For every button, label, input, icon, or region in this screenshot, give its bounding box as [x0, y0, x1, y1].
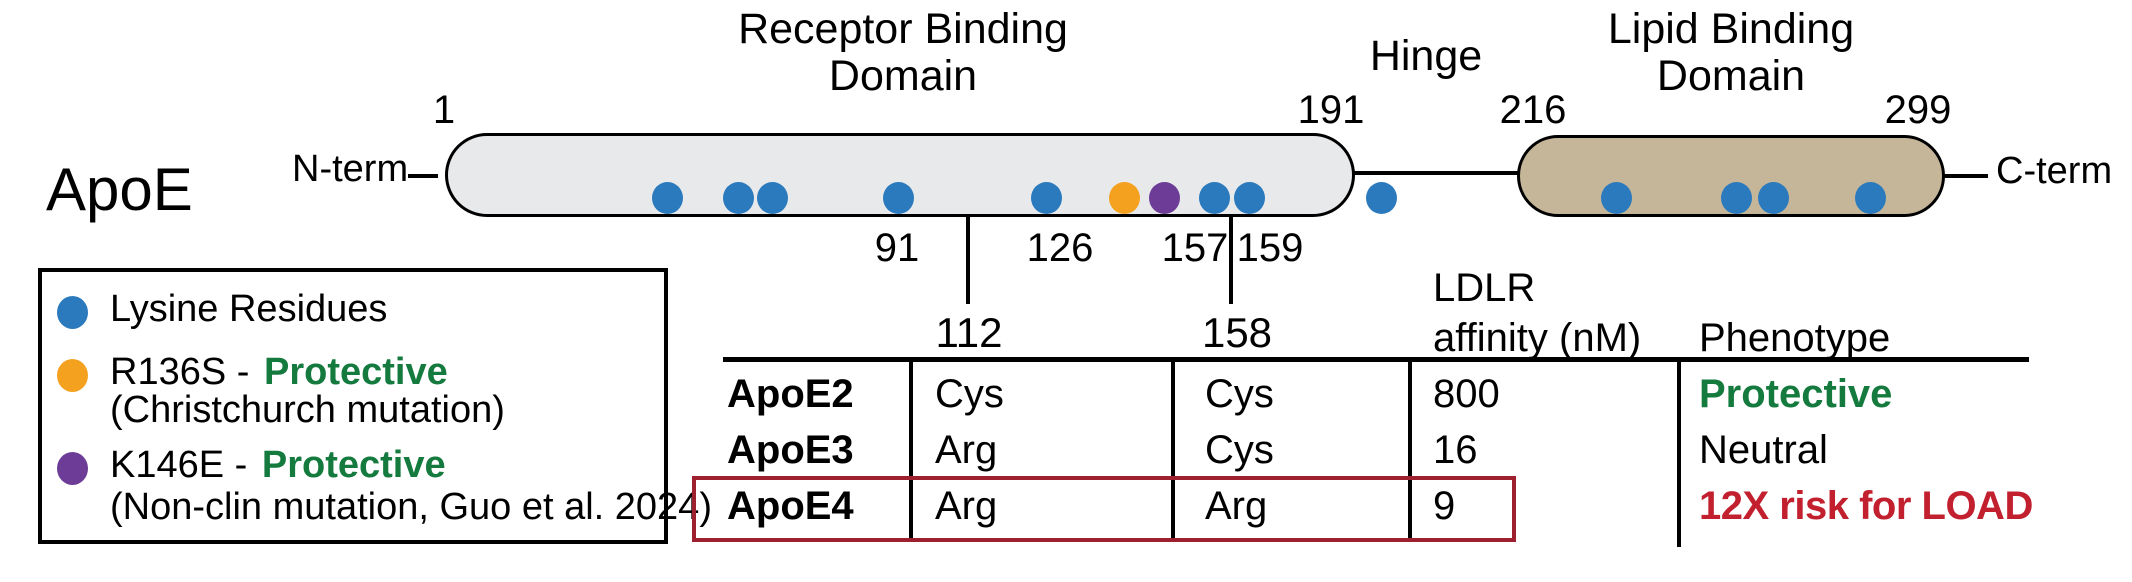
lysine-position-label: 159	[1236, 226, 1304, 270]
lysine-residue-dot	[652, 182, 683, 214]
table-row-variant: ApoE4	[727, 484, 854, 528]
table-row-variant: ApoE2	[727, 372, 854, 416]
lysine-residue-dot	[1758, 182, 1789, 214]
k146e-mutation-dot	[1149, 182, 1180, 214]
legend-r136s-protective-tag: Protective	[263, 351, 448, 393]
receptor-end-residue: 191	[1297, 88, 1365, 132]
table-cell-ldlr: 9	[1433, 484, 1456, 528]
lipid-domain-title: Lipid Binding Domain	[1608, 6, 1854, 100]
lysine-residue-dot	[1199, 182, 1230, 214]
hinge-connector-line	[1350, 171, 1520, 175]
table-header-position-112: 112	[935, 309, 1003, 356]
lysine-residue-dot	[1721, 182, 1752, 214]
legend-lysine-dot	[57, 296, 88, 329]
lysine-residue-dot	[1855, 182, 1886, 214]
lysine-position-label: 157	[1161, 226, 1229, 270]
receptor-domain-title-line2: Domain	[828, 52, 978, 100]
lysine-residue-dot	[1601, 182, 1632, 214]
lipid-domain-title-line1: Lipid Binding	[1607, 5, 1855, 53]
apoe4-highlight-box	[692, 476, 1516, 542]
table-cell-res112: Arg	[935, 484, 998, 528]
receptor-start-residue: 1	[432, 88, 456, 132]
legend-k146e-protective-tag: Protective	[261, 444, 446, 486]
legend-box	[38, 268, 668, 544]
receptor-domain-title: Receptor Binding Domain	[738, 6, 1068, 100]
lysine-residue-dot	[1234, 182, 1265, 214]
table-header-position-158: 158	[1201, 309, 1273, 356]
legend-k146e-name: K146E -	[110, 444, 248, 486]
table-cell-ldlr: 800	[1433, 372, 1500, 416]
table-cell-res158: Cys	[1205, 428, 1274, 472]
table-cell-ldlr: 16	[1433, 428, 1478, 472]
lysine-residue-dot	[757, 182, 788, 214]
lysine-residue-dot	[723, 182, 754, 214]
legend-r136s-dot	[57, 359, 88, 392]
legend-k146e-dot	[57, 452, 88, 485]
table-cell-res158: Arg	[1205, 484, 1268, 528]
table-header-ldlr-line2: affinity (nM)	[1433, 316, 1642, 360]
legend-lysine-label: Lysine Residues	[110, 288, 388, 330]
lysine-residue-dot	[1366, 182, 1397, 214]
n-term-connector-line	[408, 174, 438, 178]
c-term-connector-line	[1944, 174, 1988, 178]
table-top-border	[723, 357, 2029, 362]
c-term-label: C-term	[1996, 150, 2113, 192]
lysine-position-label: 126	[1026, 226, 1094, 270]
hinge-label: Hinge	[1369, 32, 1483, 80]
table-cell-res158: Cys	[1205, 372, 1274, 416]
protein-name-title: ApoE	[46, 156, 193, 223]
lysine-residue-dot	[883, 182, 914, 214]
legend-r136s-note: (Christchurch mutation)	[110, 389, 505, 431]
r136s-mutation-dot	[1109, 182, 1140, 214]
lipid-domain-title-line2: Domain	[1656, 52, 1806, 100]
table-divider-variant	[909, 361, 913, 541]
lysine-residue-dot	[1031, 182, 1062, 214]
table-header-phenotype: Phenotype	[1699, 316, 1891, 360]
lysine-position-label: 91	[874, 226, 920, 270]
receptor-domain-title-line1: Receptor Binding	[738, 5, 1068, 53]
table-divider-112-158	[1171, 361, 1175, 541]
n-term-label: N-term	[292, 148, 409, 190]
table-divider-158-ldlr	[1408, 361, 1412, 541]
tick-line-residue-158	[1229, 216, 1233, 304]
legend-r136s-label: R136S - Protective	[110, 353, 448, 391]
legend-k146e-note: (Non-clin mutation, Guo et al. 2024)	[110, 486, 712, 528]
table-cell-phenotype: 12X risk for LOAD	[1699, 484, 2033, 528]
table-cell-res112: Cys	[935, 372, 1004, 416]
table-divider-ldlr-phenotype	[1677, 361, 1681, 547]
tick-line-residue-112	[966, 216, 970, 304]
legend-r136s-name: R136S -	[110, 351, 250, 393]
table-header-ldlr-line1: LDLR	[1433, 266, 1536, 310]
legend-k146e-label: K146E - Protective	[110, 446, 446, 484]
lipid-end-residue: 299	[1884, 88, 1952, 132]
table-cell-res112: Arg	[935, 428, 998, 472]
table-cell-phenotype: Neutral	[1699, 428, 1828, 472]
table-cell-phenotype: Protective	[1699, 372, 1893, 416]
lipid-start-residue: 216	[1499, 88, 1567, 132]
table-row-variant: ApoE3	[727, 428, 854, 472]
